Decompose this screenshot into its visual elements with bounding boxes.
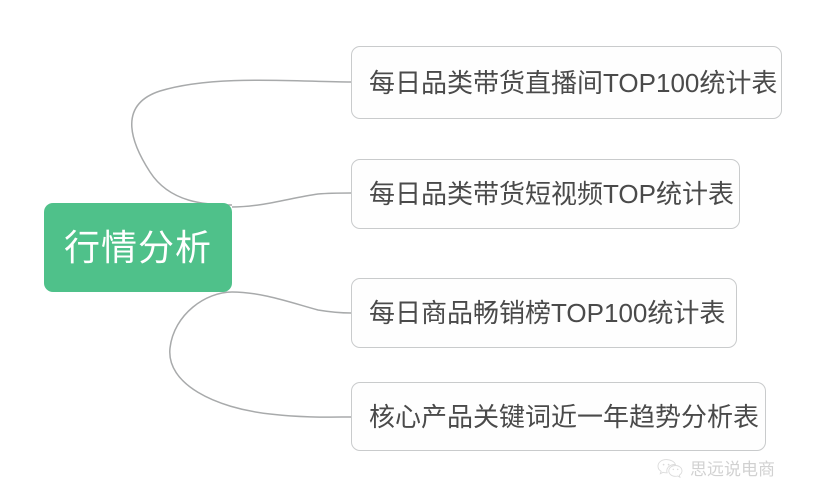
root-node[interactable]: 行情分析 <box>44 203 232 292</box>
leaf-node-4[interactable]: 核心产品关键词近一年趋势分析表 <box>351 382 766 451</box>
root-node-label: 行情分析 <box>63 226 212 268</box>
branch-line-3 <box>169 291 352 418</box>
leaf-node-label: 每日品类带货直播间TOP100统计表 <box>369 67 778 98</box>
leaf-node-1[interactable]: 每日品类带货直播间TOP100统计表 <box>351 46 782 119</box>
branch-line-1 <box>231 192 352 208</box>
wechat-logo-icon <box>657 459 683 479</box>
watermark-text: 思远说电商 <box>690 459 775 479</box>
leaf-node-label: 每日商品畅销榜TOP100统计表 <box>369 298 726 328</box>
leaf-node-label: 核心产品关键词近一年趋势分析表 <box>369 401 760 432</box>
leaf-node-2[interactable]: 每日品类带货短视频TOP统计表 <box>351 159 740 229</box>
branch-line-2 <box>231 291 352 314</box>
branch-line-0 <box>131 79 352 206</box>
leaf-node-label: 每日品类带货短视频TOP统计表 <box>369 179 734 209</box>
watermark: 思远说电商 <box>657 458 775 480</box>
leaf-node-3[interactable]: 每日商品畅销榜TOP100统计表 <box>351 278 737 348</box>
